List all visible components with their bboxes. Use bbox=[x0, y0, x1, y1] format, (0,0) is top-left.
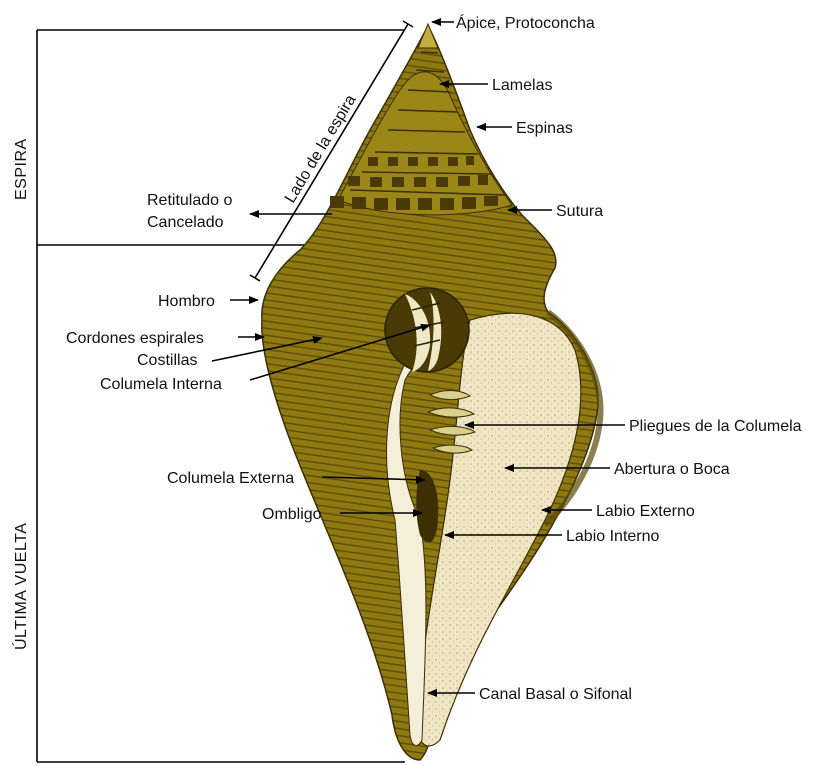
label-aperture: Abertura o Boca bbox=[614, 461, 730, 478]
label-reticulated-line1: Retitulado o bbox=[147, 192, 232, 209]
label-apex: Ápice, Protoconcha bbox=[456, 13, 595, 32]
label-suture: Sutura bbox=[556, 203, 603, 220]
protoconch bbox=[418, 24, 438, 48]
section-label-spire: ESPIRA bbox=[13, 138, 30, 200]
label-umbilicus: Ombligo bbox=[262, 506, 322, 523]
label-spines: Espinas bbox=[516, 120, 573, 137]
label-lamellae: Lamelas bbox=[492, 77, 552, 94]
label-outer-lip: Labio Externo bbox=[596, 503, 695, 520]
label-spiral-cords: Cordones espirales bbox=[66, 330, 204, 347]
label-columellar-folds: Pliegues de la Columela bbox=[629, 418, 802, 435]
label-outer-columella: Columela Externa bbox=[167, 470, 294, 487]
label-ribs: Costillas bbox=[137, 352, 197, 369]
label-inner-lip: Labio Interno bbox=[566, 528, 660, 545]
label-shoulder: Hombro bbox=[158, 293, 215, 310]
section-label-last-whorl: ÚLTIMA VUELTA bbox=[11, 523, 30, 650]
label-inner-columella: Columela Interna bbox=[100, 376, 222, 393]
cutaway-window bbox=[385, 288, 469, 372]
label-reticulated-line2: Cancelado bbox=[147, 214, 224, 231]
label-siphonal-canal: Canal Basal o Sifonal bbox=[479, 686, 632, 703]
